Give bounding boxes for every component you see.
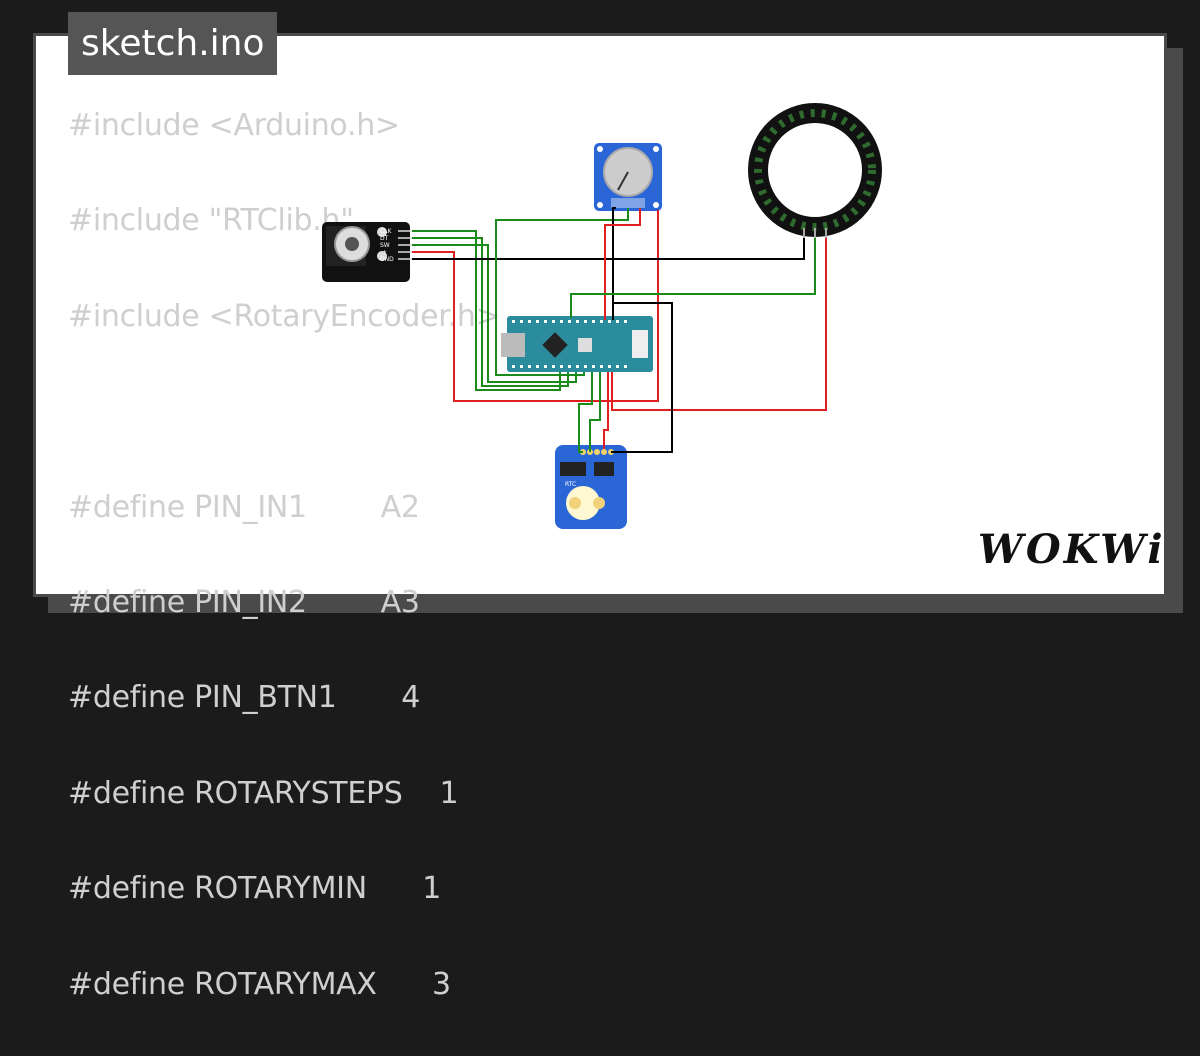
arduino-nano[interactable]	[501, 316, 653, 372]
encoder-pin-sw: SW	[380, 242, 390, 249]
encoder-pin-plus: +	[382, 249, 387, 256]
encoder-pin-clk: CLK	[380, 228, 393, 235]
code-line: #define ROTARYMIN 1	[68, 871, 442, 907]
code-line: #define PIN_IN1 A2	[68, 489, 420, 525]
potentiometer[interactable]	[594, 143, 662, 211]
rtc-module[interactable]: RTC	[555, 445, 627, 529]
rotary-encoder[interactable]: CLK DT SW + GND	[322, 222, 412, 282]
code-line: #define ROTARYMAX 3	[68, 966, 451, 1002]
code-line: #include "RTClib.h"	[68, 203, 354, 239]
wokwi-logo: WOKWi	[978, 526, 1166, 573]
sketch-title[interactable]: sketch.ino	[68, 12, 278, 75]
code-line: #include <Arduino.h>	[68, 108, 400, 143]
encoder-pin-dt: DT	[380, 235, 389, 242]
rtc-label: RTC	[565, 481, 576, 488]
circuit-diagram: CLK DT SW + GND	[322, 103, 882, 529]
code-line: #include <RotaryEncoder.h>	[68, 298, 501, 334]
encoder-pin-gnd: GND	[380, 256, 394, 263]
led-ring[interactable]	[748, 103, 882, 238]
code-line: #define PIN_BTN1 4	[68, 680, 420, 716]
wires	[412, 207, 827, 453]
code-line: #define PIN_IN2 A3	[68, 584, 420, 620]
code-line: #define ROTARYSTEPS 1	[68, 775, 459, 811]
